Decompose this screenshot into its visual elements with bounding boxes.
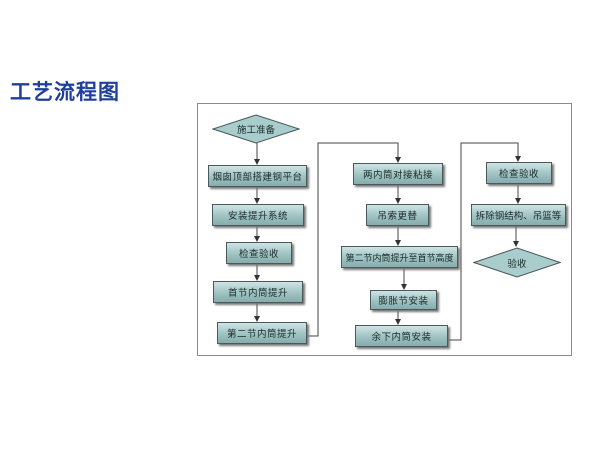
- end-label: 验收: [507, 258, 527, 270]
- step-dock-bond: 两内筒对接粘接: [353, 163, 443, 185]
- step-lift-second: 第二节内筒提升: [217, 322, 307, 344]
- step-remaining-install: 余下内筒安装: [355, 325, 448, 347]
- step-sling-replace: 吊索更替: [366, 204, 429, 226]
- end-diamond: 验收: [473, 247, 561, 278]
- page-title: 工艺流程图: [10, 80, 120, 104]
- start-diamond: 施工准备: [212, 114, 300, 144]
- step-expansion-joint: 膨胀节安装: [370, 290, 437, 310]
- step-inspect-1: 检查验收: [226, 242, 292, 264]
- step-dismantle: 拆除钢结构、吊篮等: [471, 204, 566, 226]
- step-install-lift: 安装提升系统: [212, 204, 304, 226]
- step-lift-first: 首节内筒提升: [213, 281, 303, 303]
- start-label: 施工准备: [236, 125, 275, 136]
- flowchart-frame: [197, 103, 572, 356]
- step-build-platform: 烟囱顶部搭建钢平台: [208, 165, 307, 187]
- step-lift-to-height: 第二节内筒提升至首节高度: [341, 246, 458, 268]
- step-inspect-2: 检查验收: [486, 162, 552, 184]
